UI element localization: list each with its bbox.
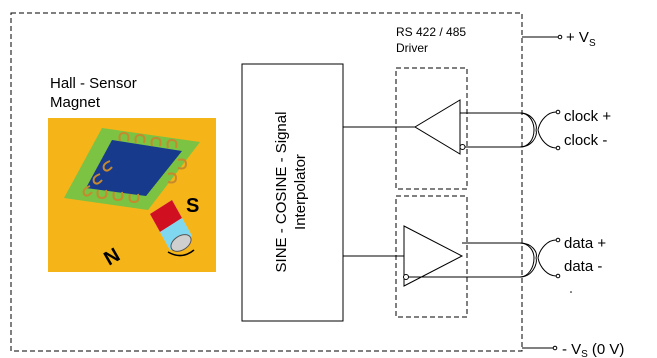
clock-line-driver [343,99,520,155]
coil-wires [82,131,188,204]
data-plus-label: data + [564,235,606,252]
clock-twisted-pair [519,109,561,151]
vs-negative-subscript: S [581,349,588,358]
vs-negative-prefix: - V [562,341,581,358]
clock-plus-label: clock + [564,108,611,125]
bar-magnet [150,200,195,257]
vs-positive-subscript: S [589,38,596,49]
clock-driver-box [395,67,468,190]
pole-s-label: S [186,195,199,217]
driver-label-line2: Driver [396,41,428,55]
driver-label-line1: RS 422 / 485 [396,25,466,39]
data-twisted-pair [519,237,561,279]
vs-positive-terminal [522,34,563,40]
vs-positive-label: + VS [566,29,596,49]
hall-sensor-magnet-image: N S [48,118,216,272]
data-minus-label: data - [564,258,602,275]
housing-boundary [10,12,523,352]
interpolator-block [241,63,344,322]
stray-dot [570,291,572,293]
interpolator-label-line2: Interpolator [292,154,309,230]
magnet-label: Magnet [50,94,101,111]
clock-minus-label: clock - [564,132,607,149]
vs-positive-prefix: + V [566,29,589,46]
sensor-chip [86,140,182,196]
data-line-driver [343,225,520,287]
interpolator-label-line1: SINE - COSINE - Signal [273,112,290,273]
hall-sensor-label: Hall - Sensor [50,75,137,92]
vs-negative-label: - VS (0 V) [562,341,624,358]
vs-negative-terminal [522,345,558,351]
vs-negative-suffix: (0 V) [592,341,625,358]
